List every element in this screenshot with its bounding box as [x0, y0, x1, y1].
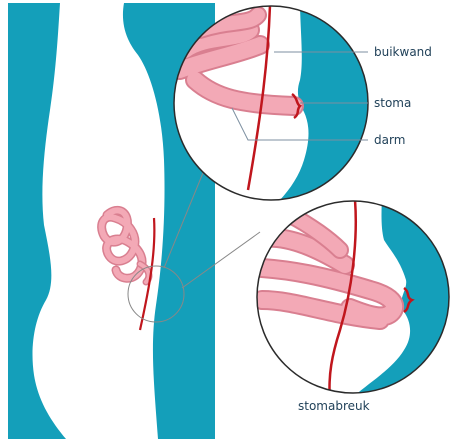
label-abdominal-wall: buikwand: [374, 45, 432, 59]
label-stoma-hernia: stomabreuk: [298, 399, 370, 413]
zoom-circle-bottom: [257, 190, 452, 400]
label-bowel: darm: [374, 133, 405, 147]
label-stoma: stoma: [374, 96, 411, 110]
